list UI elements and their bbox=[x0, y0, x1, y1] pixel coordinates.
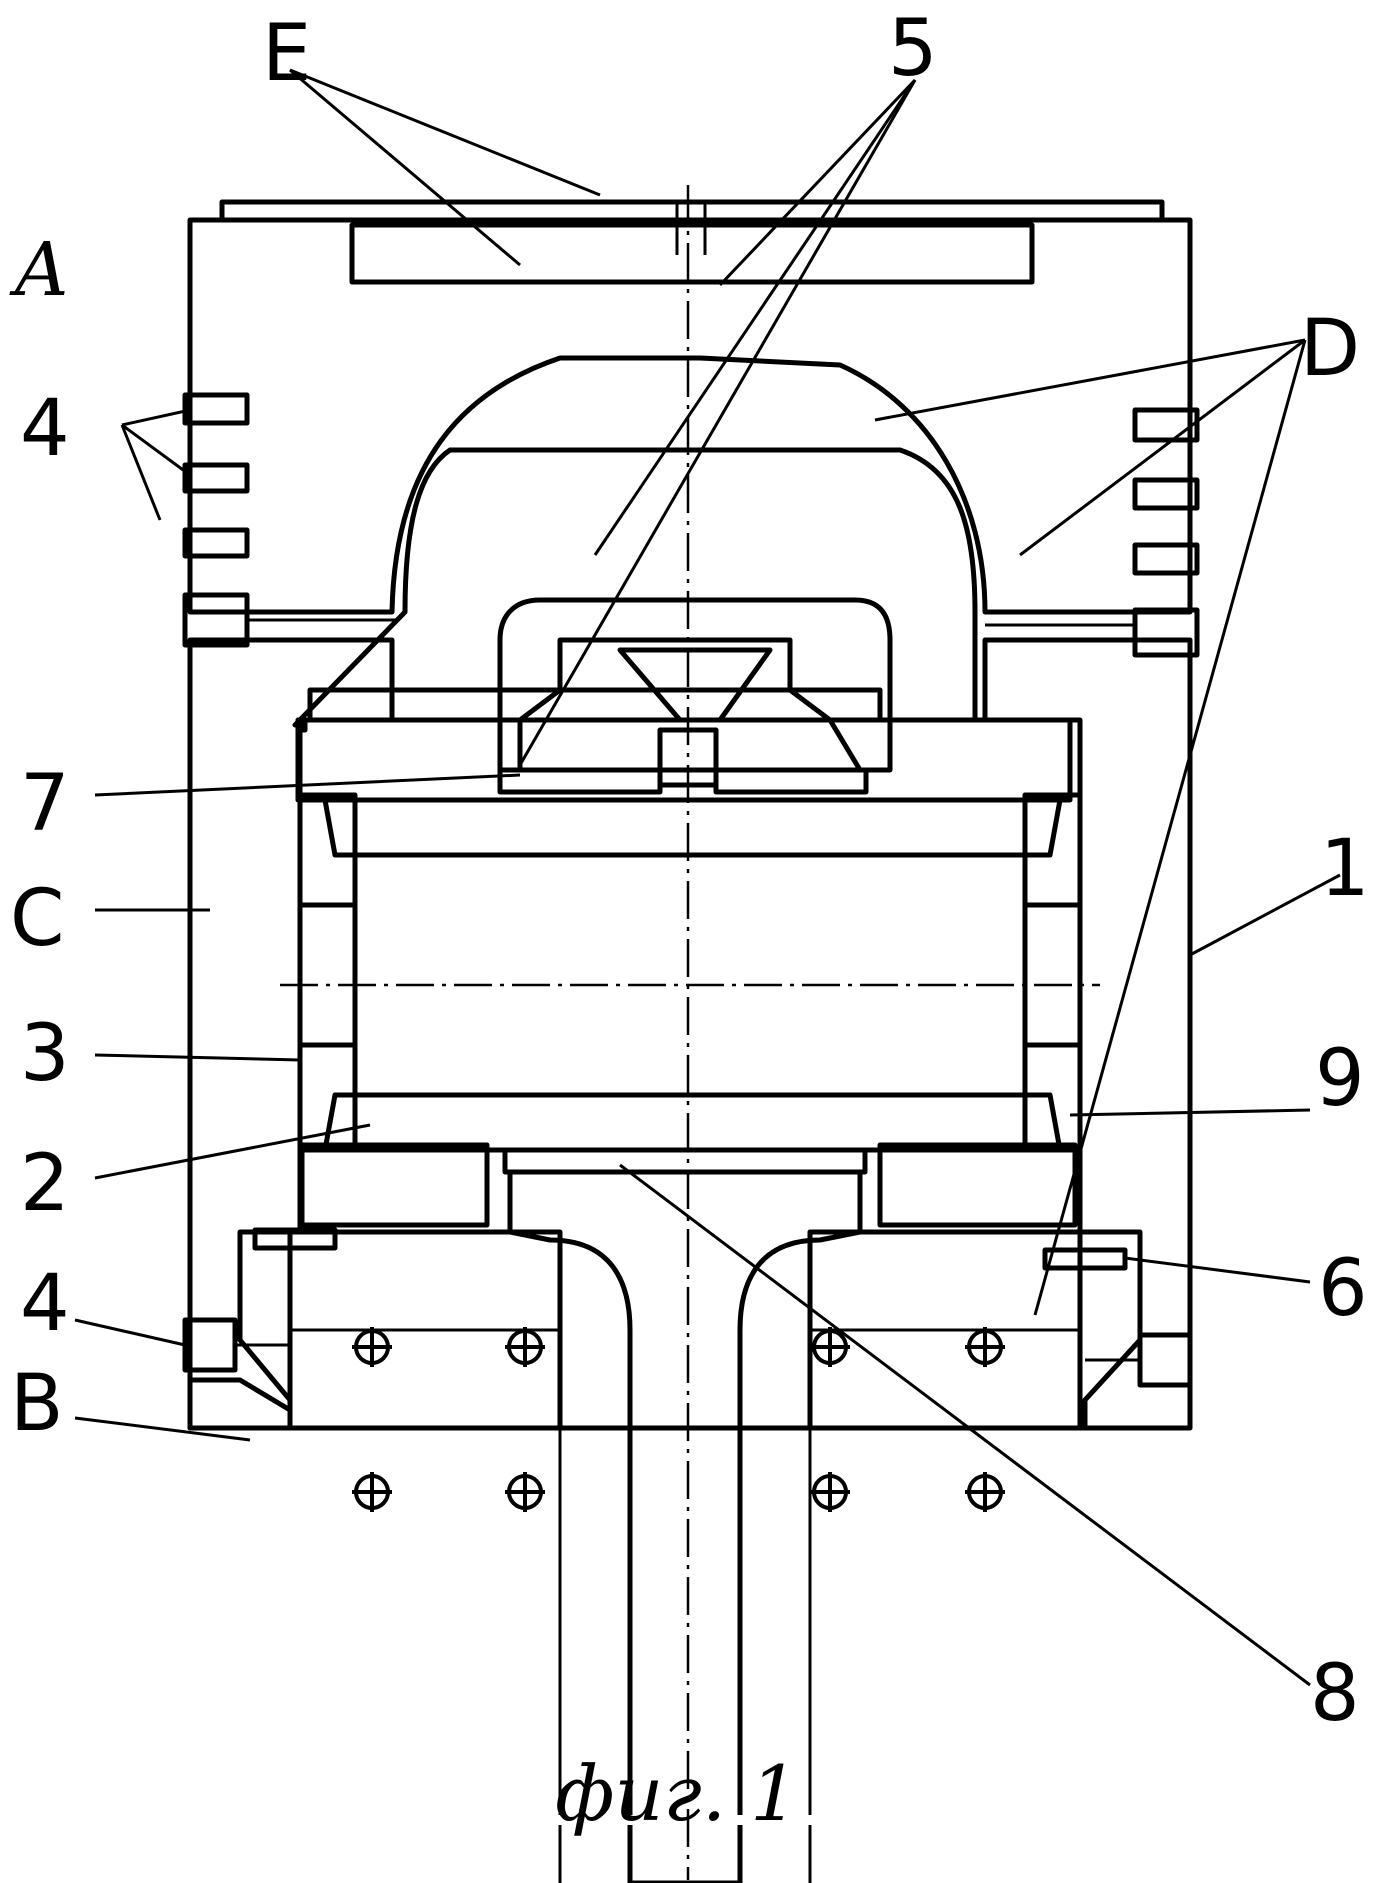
callout-labels: E 5 A D 4 7 C 1 3 9 2 6 4 B 8 bbox=[9, 4, 1370, 1739]
label-A: A bbox=[9, 227, 68, 313]
label-7: 7 bbox=[20, 759, 70, 849]
piston-base-B bbox=[190, 1232, 1190, 1428]
label-D: D bbox=[1300, 304, 1360, 394]
label-C: C bbox=[10, 874, 64, 964]
label-9: 9 bbox=[1315, 1034, 1365, 1124]
piston-skirt-C bbox=[190, 640, 1190, 1428]
label-E: E bbox=[262, 9, 311, 99]
label-1: 1 bbox=[1320, 824, 1370, 914]
piston-pin bbox=[280, 800, 1100, 1150]
insulating-insert bbox=[295, 450, 1075, 1225]
label-2: 2 bbox=[20, 1139, 70, 1229]
label-6: 6 bbox=[1318, 1244, 1368, 1334]
support-plates bbox=[500, 770, 866, 1172]
piston-crown-A bbox=[190, 200, 1190, 612]
oil-holes bbox=[352, 1327, 1005, 1512]
leader-lines bbox=[75, 70, 1340, 1685]
figure-caption: фиг. 1 bbox=[555, 1749, 799, 1838]
label-8: 8 bbox=[1310, 1649, 1360, 1739]
label-5: 5 bbox=[888, 4, 938, 94]
label-3: 3 bbox=[20, 1009, 70, 1099]
label-4-bottom: 4 bbox=[20, 1259, 70, 1349]
retaining-rings bbox=[255, 1230, 1125, 1268]
label-4-top: 4 bbox=[20, 384, 70, 474]
label-B: B bbox=[10, 1359, 64, 1449]
